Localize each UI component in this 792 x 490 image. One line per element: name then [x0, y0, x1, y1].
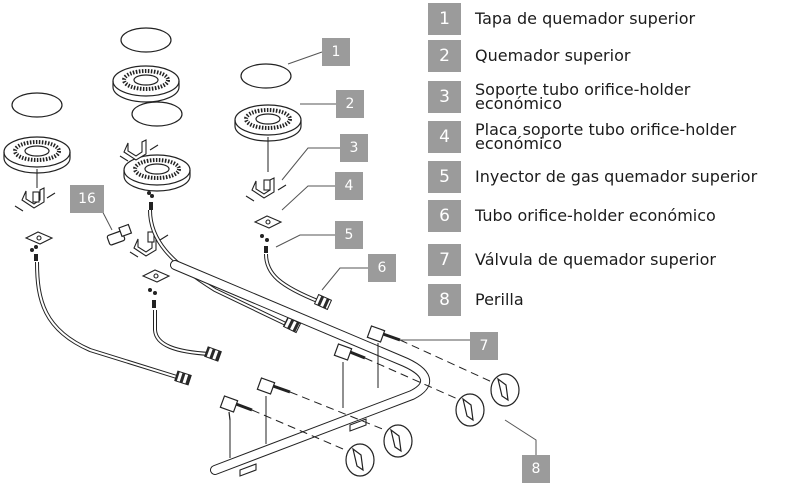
callout-5: 5 — [335, 221, 363, 249]
legend-number: 5 — [428, 161, 461, 193]
legend-number: 7 — [428, 244, 461, 276]
burner-cap-4 — [240, 63, 292, 89]
legend-label: Quemador superior — [475, 46, 631, 65]
legend-item: 3 Soporte tubo orifice-holder económico — [428, 80, 790, 114]
legend-label: Soporte tubo orifice-holder económico — [475, 80, 691, 113]
gas-tube-3 — [153, 310, 211, 356]
legend-item: 8 Perilla — [428, 283, 790, 317]
valve-2 — [256, 377, 291, 395]
legend-label: Perilla — [475, 290, 524, 309]
legend-label: Placa soporte tubo orifice-holder económ… — [475, 120, 737, 153]
legend-item: 7 Válvula de quemador superior — [428, 243, 790, 277]
legend-number: 4 — [428, 121, 461, 153]
valve-3 — [333, 343, 366, 361]
valve-4 — [366, 325, 401, 343]
orifice-holder-bracket-3 — [129, 231, 169, 258]
manifold-clip — [239, 418, 367, 477]
burner-head-3 — [123, 154, 191, 192]
callout-2: 2 — [336, 90, 364, 118]
legend-item: 6 Tubo orifice-holder económico — [428, 199, 790, 233]
gas-injector-2 — [147, 191, 154, 210]
burner-head-1 — [3, 136, 71, 174]
orifice-holder-bracket-2 — [119, 139, 159, 162]
gas-injector-1 — [30, 245, 38, 261]
legend-label: Válvula de quemador superior — [475, 250, 716, 269]
orifice-holder-bracket-1 — [14, 187, 56, 212]
callout-3: 3 — [340, 134, 368, 162]
knob-3 — [455, 393, 485, 427]
legend-item: 2 Quemador superior — [428, 39, 790, 73]
burner-cap-1 — [11, 92, 63, 118]
legend-number: 3 — [428, 81, 461, 113]
burner-head-2 — [112, 65, 180, 103]
callout-6: 6 — [368, 254, 396, 282]
legend-item: 1 Tapa de quemador superior — [428, 2, 790, 36]
legend-number: 6 — [428, 200, 461, 232]
support-plate-1 — [24, 231, 54, 245]
knob-2 — [383, 424, 413, 458]
legend-item: 5 Inyector de gas quemador superior — [428, 160, 790, 194]
callout-7: 7 — [470, 332, 498, 360]
legend-label: Inyector de gas quemador superior — [475, 167, 758, 186]
legend-label: Tubo orifice-holder económico — [475, 206, 716, 225]
callout-4: 4 — [335, 172, 363, 200]
tube-nut-3 — [204, 346, 222, 362]
tube-nut-4 — [313, 293, 333, 311]
callout-1: 1 — [322, 38, 350, 66]
gas-injector-4 — [260, 234, 269, 253]
callout-16: 16 — [70, 185, 104, 213]
gas-injector-3 — [148, 288, 157, 308]
orifice-holder-bracket-4 — [245, 177, 287, 202]
legend-item: 4 Placa soporte tubo orifice-holder econ… — [428, 120, 790, 154]
support-plate-3 — [253, 215, 283, 229]
callout-8: 8 — [522, 455, 550, 483]
burner-head-4 — [234, 104, 302, 142]
legend-number: 1 — [428, 3, 461, 35]
burner-cap-3 — [131, 101, 183, 127]
gas-tube-4 — [264, 253, 321, 304]
legend-number: 8 — [428, 284, 461, 316]
legend-number: 2 — [428, 40, 461, 72]
knob-4 — [490, 373, 520, 407]
tube-nut-1 — [174, 370, 192, 386]
valve-1 — [219, 395, 253, 421]
knob-1 — [345, 443, 375, 477]
support-plate-2 — [141, 269, 171, 283]
elbow-fitting — [106, 223, 133, 246]
burner-cap-2 — [120, 27, 172, 53]
legend-label: Tapa de quemador superior — [475, 9, 696, 28]
